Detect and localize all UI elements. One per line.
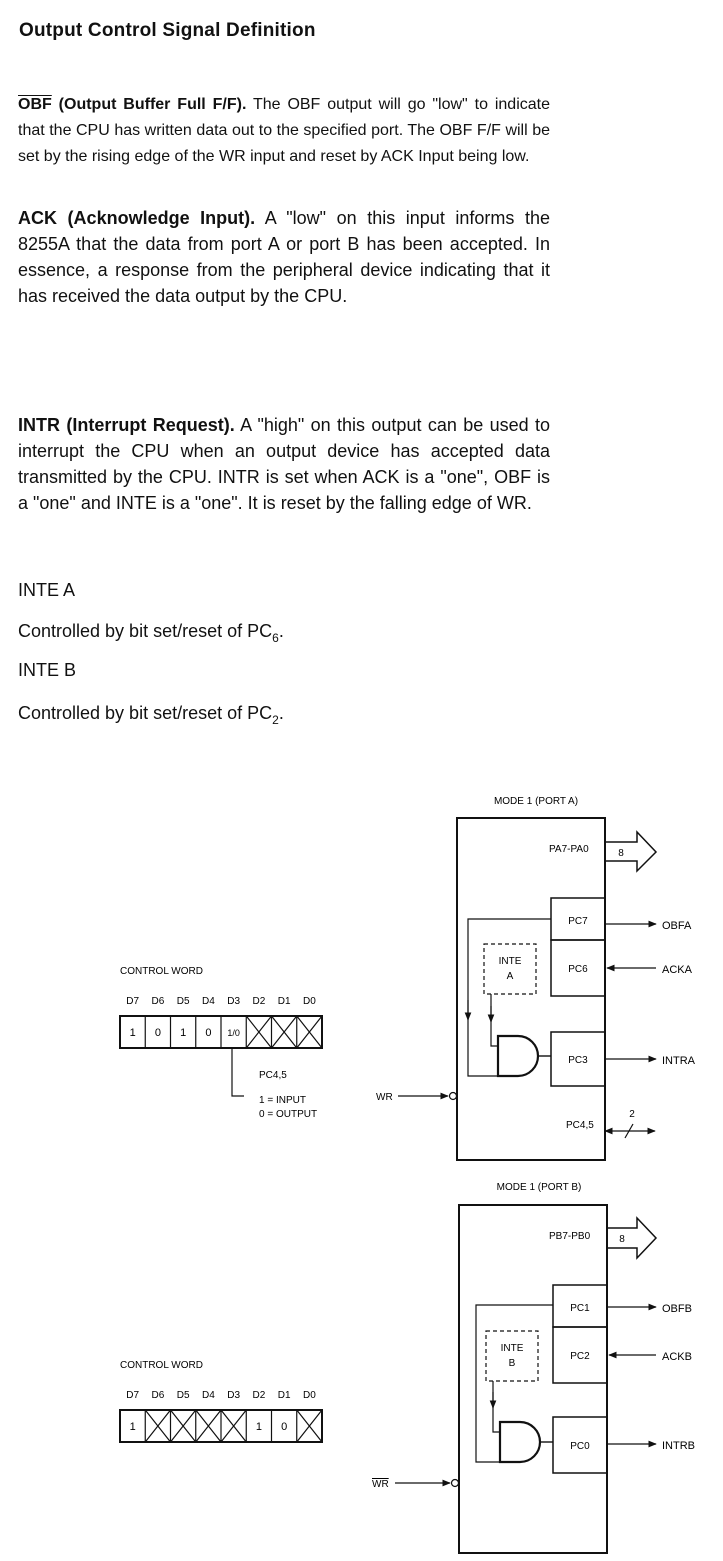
ack-paragraph: ACK (Acknowledge Input). A "low" on this… bbox=[18, 205, 550, 309]
pin-pc2: PC2 bbox=[570, 1351, 590, 1362]
bit-header: D5 bbox=[177, 1390, 190, 1401]
dont-care-cell bbox=[170, 1409, 197, 1443]
inte-a-flipflop bbox=[483, 943, 537, 995]
dont-care-cell bbox=[220, 1409, 247, 1443]
dont-care-cell bbox=[271, 1015, 298, 1049]
inte-a-box-label: INTE bbox=[499, 956, 522, 967]
intr-term: INTR (Interrupt Request). bbox=[18, 415, 235, 435]
ack-text: A "low" on this input informs the 8255A … bbox=[18, 208, 550, 306]
signal-ack-b: ACKB bbox=[662, 1351, 692, 1363]
inte-a-box-sub: A bbox=[507, 971, 514, 982]
bit-header: D4 bbox=[202, 996, 215, 1007]
and-gate-b bbox=[498, 1420, 542, 1464]
pc6-box bbox=[550, 939, 606, 997]
wr-b-bubble bbox=[450, 1478, 460, 1488]
pin-pc7: PC7 bbox=[568, 916, 588, 927]
bit-cell: 1/0 bbox=[227, 1028, 240, 1038]
input-note: 1 = INPUT bbox=[259, 1095, 306, 1106]
obf-paragraph: OBF (Output Buffer Full F/F). The OBF ou… bbox=[18, 92, 550, 170]
chip-b-outline bbox=[458, 1204, 608, 1554]
signal-intr-a: INTRA bbox=[662, 1055, 696, 1067]
bit-header: D7 bbox=[126, 996, 139, 1007]
bus-b-label: PB7-PB0 bbox=[549, 1231, 591, 1242]
intr-text: A "high" on this output can be used to i… bbox=[18, 415, 550, 513]
pc45-pin: PC4,5 bbox=[566, 1120, 594, 1131]
obf-term: OBF (Output Buffer Full F/F). bbox=[18, 96, 247, 113]
pin-pc3: PC3 bbox=[568, 1055, 588, 1066]
bit-header: D1 bbox=[278, 996, 291, 1007]
pc45-label: PC4,5 bbox=[259, 1070, 287, 1081]
inte-b-flipflop bbox=[485, 1330, 539, 1382]
pin-pc6: PC6 bbox=[568, 964, 588, 975]
intr-paragraph: INTR (Interrupt Request). A "high" on th… bbox=[18, 412, 550, 516]
pc7-feedback-a bbox=[467, 918, 551, 1077]
signal-intr-b: INTRB bbox=[662, 1440, 695, 1452]
bit-header: D6 bbox=[151, 996, 164, 1007]
bit-header: D3 bbox=[227, 996, 240, 1007]
bit-header: D2 bbox=[252, 996, 265, 1007]
pc45-pointer bbox=[231, 1048, 244, 1097]
wr-a-label: WR bbox=[376, 1092, 393, 1103]
page-heading: Output Control Signal Definition bbox=[19, 20, 316, 41]
diagram-b-title: MODE 1 (PORT B) bbox=[497, 1182, 582, 1193]
bus-a-width: 8 bbox=[618, 848, 624, 859]
signal-ack-a: ACKA bbox=[662, 964, 693, 976]
control-word-b-label: CONTROL WORD bbox=[120, 1360, 203, 1371]
dont-care-cell bbox=[296, 1015, 323, 1049]
pc45-width: 2 bbox=[629, 1109, 635, 1120]
pc0-box bbox=[552, 1416, 608, 1474]
signal-obf-a: OBFA bbox=[662, 920, 692, 932]
inte-a-text: Controlled by bit set/reset of PC6. bbox=[18, 621, 284, 645]
bus-b-width: 8 bbox=[619, 1234, 625, 1245]
obf-text: The OBF output will go "low" to indicate… bbox=[18, 96, 551, 165]
bit-cell: 0 bbox=[281, 1421, 287, 1433]
bit-header: D5 bbox=[177, 996, 190, 1007]
bit-header: D3 bbox=[227, 1390, 240, 1401]
inte-b-box-sub: B bbox=[509, 1358, 516, 1369]
inte-a-label: INTE A bbox=[18, 580, 76, 600]
control-word-a-label: CONTROL WORD bbox=[120, 966, 203, 977]
bit-header: D2 bbox=[252, 1390, 265, 1401]
pin-pc1: PC1 bbox=[570, 1303, 590, 1314]
bus-b-arrow bbox=[608, 1216, 658, 1260]
signal-obf-b: OBFB bbox=[662, 1303, 692, 1315]
bit-header: D4 bbox=[202, 1390, 215, 1401]
chip-a-outline bbox=[456, 817, 606, 1161]
inte-b-box-label: INTE bbox=[501, 1343, 524, 1354]
pc1-feedback-b bbox=[475, 1304, 553, 1463]
and-gate-a bbox=[496, 1034, 540, 1078]
bit-cell: 1 bbox=[256, 1421, 262, 1433]
bus-a-arrow bbox=[606, 830, 658, 873]
bit-cell: 1 bbox=[130, 1421, 136, 1433]
bit-header: D7 bbox=[126, 1390, 139, 1401]
bit-header: D0 bbox=[303, 1390, 316, 1401]
wr-a-bubble bbox=[448, 1091, 458, 1101]
wr-b-label: WR bbox=[372, 1479, 389, 1490]
inte-b-text: Controlled by bit set/reset of PC2. bbox=[18, 703, 284, 727]
pin-pc0: PC0 bbox=[570, 1441, 590, 1452]
bit-cell: 0 bbox=[205, 1027, 211, 1039]
bit-cell: 0 bbox=[155, 1027, 161, 1039]
output-note: 0 = OUTPUT bbox=[259, 1109, 317, 1120]
dont-care-cell bbox=[144, 1409, 171, 1443]
dont-care-cell bbox=[296, 1409, 323, 1443]
bit-header: D0 bbox=[303, 996, 316, 1007]
inte-b-label: INTE B bbox=[18, 660, 77, 680]
dont-care-cell bbox=[245, 1015, 272, 1049]
pc45-slash bbox=[624, 1123, 634, 1139]
diagram-a-title: MODE 1 (PORT A) bbox=[494, 796, 578, 807]
bit-cell: 1 bbox=[130, 1027, 136, 1039]
bit-header: D6 bbox=[151, 1390, 164, 1401]
bit-cell: 1 bbox=[180, 1027, 186, 1039]
bit-header: D1 bbox=[278, 1390, 291, 1401]
dont-care-cell bbox=[195, 1409, 222, 1443]
ack-term: ACK (Acknowledge Input). bbox=[18, 208, 256, 228]
pc2-box bbox=[552, 1326, 608, 1384]
bus-a-label: PA7-PA0 bbox=[549, 844, 589, 855]
